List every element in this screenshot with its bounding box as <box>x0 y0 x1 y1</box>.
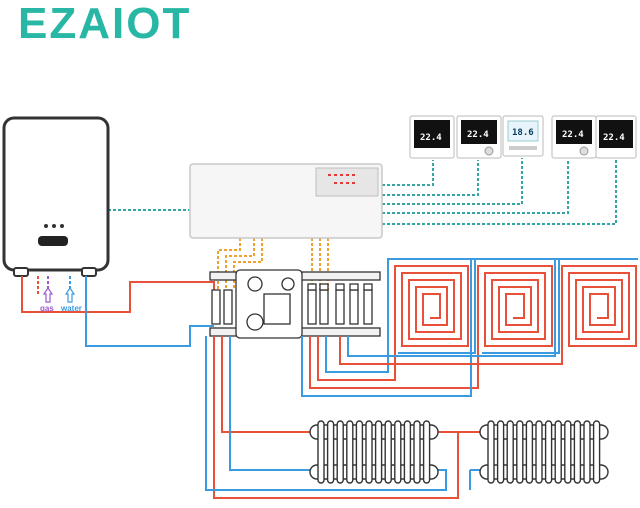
valve-icon <box>246 313 264 331</box>
radiator-fin <box>346 420 354 484</box>
radiator-fin <box>384 420 392 484</box>
radiator-1-to-2-supply <box>213 336 459 499</box>
brand-logo: EZAIOT <box>18 0 191 48</box>
underfloor-loops <box>301 258 638 397</box>
radiator-1 <box>309 420 439 484</box>
thermostat-5: 22.4 <box>595 115 637 159</box>
boiler-arrows <box>42 286 76 303</box>
radiator-fin <box>317 420 325 484</box>
boiler-indicator-3 <box>60 224 64 228</box>
radiator-fin <box>374 420 383 484</box>
floor-loop-1-supply <box>317 265 469 381</box>
radiator-2 <box>479 420 609 484</box>
thermostat-3-display: 18.6 <box>512 128 534 138</box>
thermostat-screen <box>599 120 633 148</box>
radiator-pipes <box>205 336 482 499</box>
wiring-controller <box>189 163 383 239</box>
floor-loop-1-return <box>325 258 476 373</box>
thermostat-wire-2 <box>382 160 479 196</box>
radiator-fin <box>525 420 534 484</box>
radiator-2-return <box>205 336 447 491</box>
floor-loop-3-supply <box>339 265 637 365</box>
boiler-foot-right <box>81 267 97 277</box>
radiator-fin <box>326 420 335 484</box>
radiator-fin <box>413 420 421 484</box>
radiator-fin <box>422 420 431 484</box>
floor-loop-2-return <box>301 258 560 397</box>
thermostat-1: 22.4 <box>409 115 455 159</box>
radiator-fin <box>394 420 402 484</box>
thermostat-4: 22.4 <box>551 115 597 159</box>
thermostat-knob <box>579 146 589 156</box>
radiator-return-pipe <box>229 336 312 471</box>
thermostat-screen <box>507 120 539 142</box>
thermostat-knob <box>484 146 494 156</box>
radiator-fin <box>365 420 373 484</box>
thermostat-1-display: 22.4 <box>420 133 442 143</box>
thermostat-4-display: 22.4 <box>562 130 584 140</box>
thermostat-wire-4 <box>382 160 569 214</box>
thermostat-wire-3 <box>382 158 523 205</box>
manifold <box>209 269 381 339</box>
gas-arrow-icon <box>42 286 54 303</box>
radiator-fin <box>564 420 572 484</box>
radiator-fin <box>544 420 553 484</box>
radiator-fin <box>403 420 412 484</box>
boiler-foot-left <box>13 267 29 277</box>
manifold-valves <box>211 283 373 325</box>
boiler-supply-pipe <box>21 276 215 313</box>
thermostat-screen <box>461 120 497 144</box>
thermostat-5-display: 22.4 <box>603 133 625 143</box>
boiler-body <box>2 116 110 272</box>
floor-loop-3-return <box>347 258 638 357</box>
radiator-fin <box>516 420 524 484</box>
radiator-fin <box>496 420 505 484</box>
floor-loop-2-supply <box>309 265 553 389</box>
pump-motor <box>263 293 291 325</box>
boiler <box>2 116 110 277</box>
radiator-fin <box>573 420 582 484</box>
radiator-fin <box>336 420 344 484</box>
pump-icon <box>247 276 263 292</box>
thermostat-wire-5 <box>382 158 617 225</box>
gas-label: gas <box>40 304 54 313</box>
thermostat-3: 18.6 <box>502 115 544 157</box>
water-label: water <box>60 304 82 313</box>
actuator-wire-1 <box>217 238 241 290</box>
gauge-icon <box>281 277 295 291</box>
thermostat-screen <box>556 120 592 144</box>
radiator-fin <box>583 420 591 484</box>
radiator-fin <box>355 420 364 484</box>
thermostat-screen <box>414 120 450 148</box>
control-wires <box>108 158 617 225</box>
radiator-fin <box>487 420 495 484</box>
radiator-fin <box>592 420 601 484</box>
thermostat-button-row <box>509 146 537 150</box>
radiator-supply-pipe <box>221 336 312 433</box>
brand-logo-text: EZAIOT <box>18 0 191 48</box>
boiler-indicator-2 <box>52 224 56 228</box>
radiator-fin <box>506 420 514 484</box>
thermostat-wire-1 <box>382 160 434 186</box>
radiator-fin <box>554 420 562 484</box>
thermostat-2-display: 22.4 <box>467 130 489 140</box>
thermostat-2: 22.4 <box>456 115 502 159</box>
radiator-fin <box>535 420 543 484</box>
controller-leds <box>328 174 355 184</box>
boiler-indicator-1 <box>44 224 48 228</box>
boiler-return-pipe <box>85 276 214 347</box>
water-arrow-icon <box>64 286 76 303</box>
boiler-display <box>38 236 68 246</box>
